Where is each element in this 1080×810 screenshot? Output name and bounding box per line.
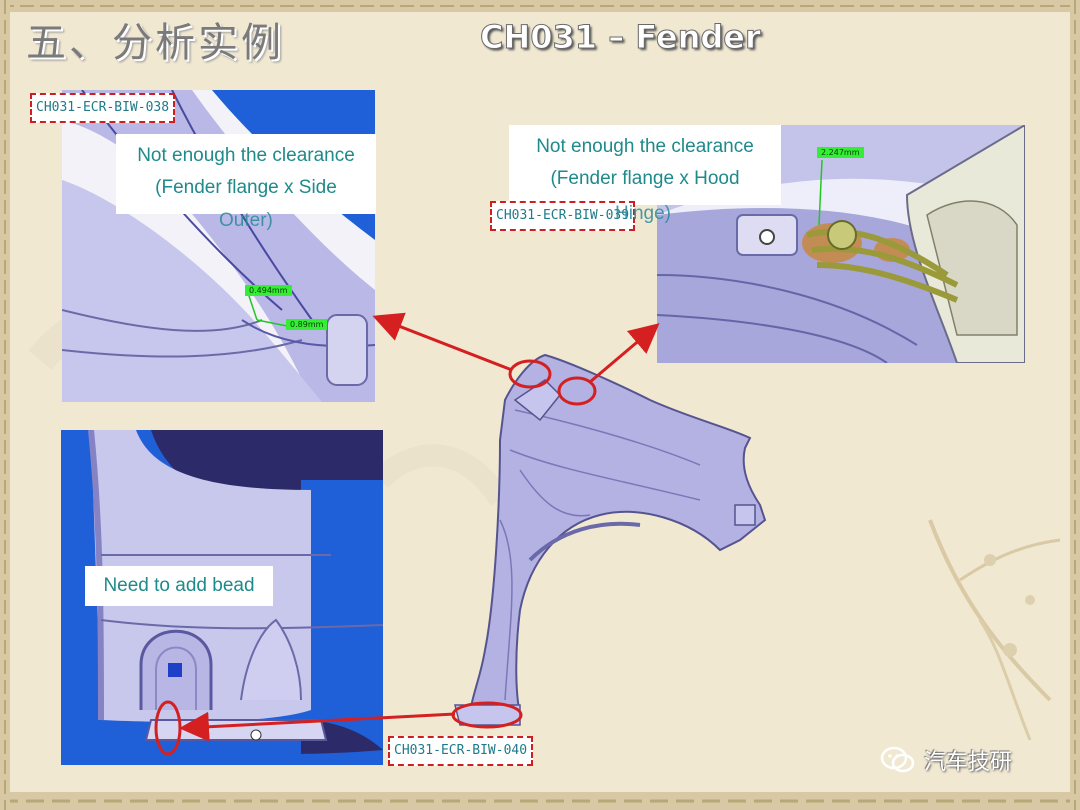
left-border: [0, 0, 10, 810]
callout-hood-hinge: Not enough the clearance (Fender flange …: [509, 125, 781, 205]
ref-tag-039: CH031-ECR-BIW-039: [490, 201, 636, 231]
slide-subheading: CH031 – Fender: [480, 18, 762, 57]
callout-hood-hinge-line2: (Fender flange x Hood: [550, 168, 740, 189]
ref-tag-038: CH031-ECR-BIW-038: [30, 93, 176, 123]
ref-tag-040: CH031-ECR-BIW-040: [388, 736, 534, 766]
bottom-border: [0, 792, 1080, 810]
callout-side-outer: Not enough the clearance (Fender flange …: [116, 134, 376, 214]
measure-label-b: 0.89mm: [286, 319, 328, 330]
measure-label-hinge: 2.247mm: [817, 147, 864, 158]
watermark: 汽车技研: [880, 744, 1012, 776]
callout-hood-hinge-line3: Hinge): [615, 203, 671, 224]
callout-side-outer-line1: Not enough the clearance: [137, 145, 355, 166]
callout-hood-hinge-line1: Not enough the clearance: [536, 136, 754, 157]
watermark-text: 汽车技研: [924, 750, 1013, 775]
callout-side-outer-line2: (Fender flange x Side: [155, 177, 337, 198]
slide-heading: 五、分析实例: [26, 20, 284, 66]
measure-label-a: 0.494mm: [245, 285, 292, 296]
callout-side-outer-line3: Outer): [219, 210, 273, 231]
callout-bead: Need to add bead: [85, 566, 273, 606]
right-border: [1070, 0, 1080, 810]
callout-bead-text: Need to add bead: [103, 575, 255, 596]
wechat-icon: [880, 746, 915, 773]
top-border: [0, 0, 1080, 12]
